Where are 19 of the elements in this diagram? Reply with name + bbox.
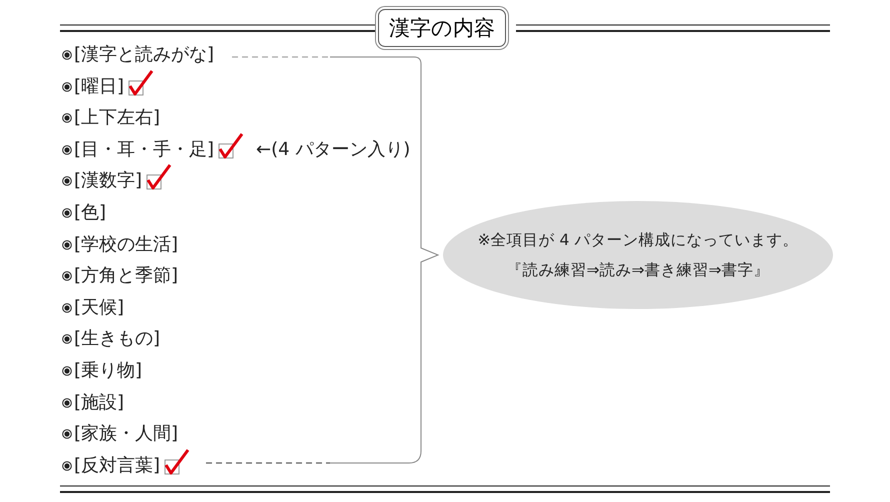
list-item: [上下左右] (74, 107, 160, 130)
list-item: [反対言葉] (74, 454, 160, 477)
list-item: [生きもの] (74, 328, 160, 350)
list-item: [漢字と読みがな] (74, 44, 214, 66)
list-item: [学校の生活] (74, 234, 178, 256)
list-item: [乗り物] (74, 360, 142, 382)
list-item: [家族・人間] (74, 423, 178, 446)
note-ellipse (442, 200, 834, 310)
list-item: [天候] (74, 296, 124, 319)
list-item: [目・耳・手・足] (74, 138, 214, 161)
list-item: [曜日] (74, 76, 124, 98)
list-item: [施設] (74, 392, 124, 414)
list-item: [漢数字] (74, 170, 142, 192)
heading: 漢字の内容 (378, 9, 506, 47)
list-item: [方角と季節] (74, 265, 178, 288)
note-text: ←(4 パターン入り) (256, 138, 410, 161)
note-text: 『読み練習⇒読み⇒書き練習⇒書字』 (506, 260, 770, 281)
list-item: [色] (74, 202, 106, 224)
note-text: ※全項目が 4 パターン構成になっています。 (478, 230, 798, 251)
